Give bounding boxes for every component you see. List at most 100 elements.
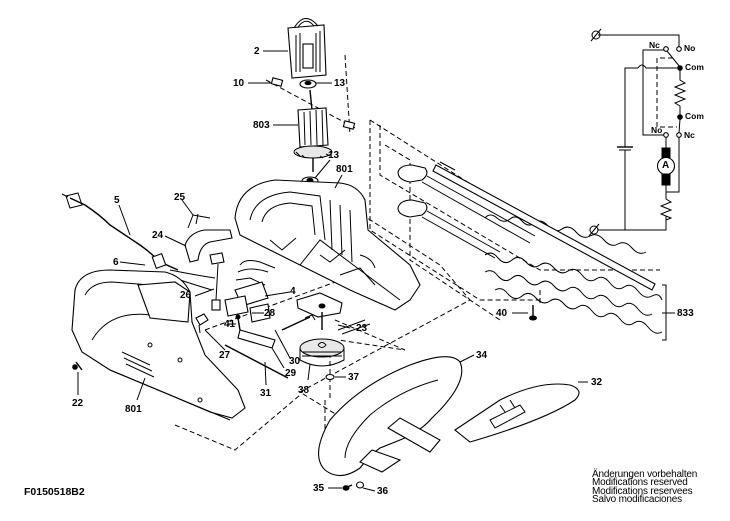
part-label-40: 40 <box>496 308 508 319</box>
screw-40 <box>529 305 537 321</box>
notice-line-es: Salvo modificaciones <box>592 493 682 505</box>
part-label-23: 23 <box>356 323 368 334</box>
switch-contact-nc-bottom <box>676 132 682 138</box>
part-label-41: 41 <box>224 319 236 330</box>
leader-lines <box>77 50 588 492</box>
schematic-label-nc-bottom: Nc <box>684 130 695 140</box>
front-handle-34 <box>318 356 463 477</box>
schematic-label-no-top: No <box>684 43 696 53</box>
part-label-30: 30 <box>289 356 301 367</box>
part-label-10: 10 <box>233 78 245 89</box>
armature <box>293 89 333 172</box>
schematic-wire <box>642 49 666 136</box>
schematic-label-nc-top: Nc <box>649 40 660 50</box>
vent-slots <box>121 351 155 378</box>
schematic-wire <box>666 137 680 193</box>
screw-22 <box>72 361 83 371</box>
schematic-wire <box>624 67 638 230</box>
carbon-brush-right <box>342 120 356 130</box>
callout-bracket-833 <box>662 284 675 341</box>
field-coil-stator <box>287 18 327 79</box>
blade-guide-line <box>379 125 660 271</box>
rubber-strip-29 <box>237 329 276 349</box>
part-label-37: 37 <box>348 372 360 383</box>
screw-35 <box>342 484 353 491</box>
part-label-29: 29 <box>285 368 297 379</box>
cable-strain-relief <box>151 252 216 291</box>
part-label-13-upper: 13 <box>334 78 346 89</box>
switch-contact-nc-top <box>663 46 669 52</box>
upper-blade <box>397 164 647 254</box>
part-label-32: 32 <box>591 377 603 388</box>
modification-notice: Änderungen vorbehalten Modifications res… <box>592 469 698 505</box>
part-label-24: 24 <box>152 230 164 241</box>
schematic-wire <box>637 64 680 69</box>
part-label-28: 28 <box>264 308 276 319</box>
part-label-801-upper: 801 <box>336 164 353 175</box>
part-label-26: 26 <box>180 290 192 301</box>
notice-line-en: Modifications reserved <box>592 477 688 489</box>
switch-mechanical-link <box>656 57 677 128</box>
cable-clamp-25 <box>187 213 211 229</box>
part-label-25: 25 <box>174 192 186 203</box>
schematic-wire <box>598 216 667 231</box>
blade-assembly <box>369 119 663 334</box>
drawing-code: F0150518B2 <box>24 486 85 498</box>
housing-right-half <box>234 179 421 311</box>
handle-mount-bracket <box>387 417 441 453</box>
part-label-27: 27 <box>219 350 231 361</box>
part-label-34: 34 <box>476 350 488 361</box>
handle-cover-24 <box>184 229 233 263</box>
part-label-36: 36 <box>377 486 389 497</box>
schematic-label-com-bottom: Com <box>685 111 704 121</box>
schematic-label-com-top: Com <box>685 62 704 72</box>
switch-contact-no-bottom <box>663 132 669 138</box>
gear-38 <box>299 338 345 367</box>
part-label-38: 38 <box>298 385 310 396</box>
part-label-5: 5 <box>114 195 120 206</box>
wiring-schematic <box>588 28 687 237</box>
motor-brush-top <box>661 147 671 159</box>
hand-guard-32 <box>454 383 580 443</box>
eccentric-plate <box>296 292 343 330</box>
resistor-upper <box>673 70 687 116</box>
clip-27 <box>195 313 209 334</box>
rod-30 <box>281 314 316 331</box>
switch-common-bottom <box>677 114 683 120</box>
switch-assembly-4 <box>224 260 276 317</box>
part-label-801-lower: 801 <box>125 404 142 415</box>
washer-37 <box>325 373 335 381</box>
part-label-22: 22 <box>72 398 84 409</box>
part-label-35: 35 <box>313 483 325 494</box>
notice-line-de: Änderungen vorbehalten <box>592 469 698 480</box>
part-label-803: 803 <box>253 120 270 131</box>
part-label-2: 2 <box>254 46 260 57</box>
part-label-833: 833 <box>677 308 694 319</box>
lower-blade <box>397 199 663 334</box>
blade-guide-rail <box>432 161 656 291</box>
housing-left-half <box>71 269 246 421</box>
bearing-upper <box>299 79 317 89</box>
part-label-13-lower: 13 <box>328 150 340 161</box>
screw-41 <box>235 314 241 331</box>
part-label-4: 4 <box>290 286 296 297</box>
motor-brush-bottom <box>661 173 671 186</box>
part-label-31: 31 <box>260 388 272 399</box>
schematic-label-no-bottom: No <box>651 125 663 135</box>
notice-line-fr: Modifications reservees <box>592 485 693 497</box>
rod-31 <box>224 344 289 379</box>
washer-36 <box>355 481 365 489</box>
rail-23 <box>337 319 371 335</box>
switch-lever-top <box>666 50 681 68</box>
resistor-lower <box>659 196 673 230</box>
switch-lever-bottom <box>678 118 681 134</box>
terminal-symbol-top <box>590 28 602 42</box>
part-label-6: 6 <box>113 257 119 268</box>
switch-lever-26 <box>209 252 225 311</box>
schematic-wire <box>598 34 680 48</box>
switch-contact-no-top <box>676 46 682 52</box>
schematic-motor-label: A <box>662 160 670 171</box>
switch-common-top <box>677 65 683 71</box>
